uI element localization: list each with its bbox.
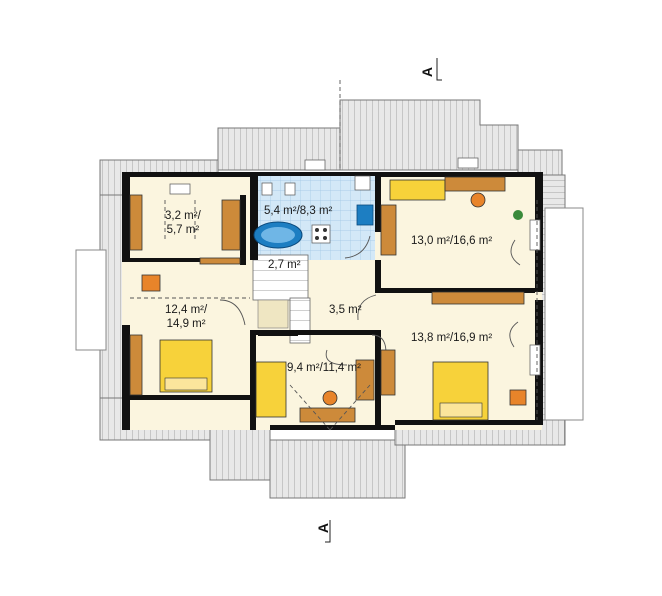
shelf <box>199 257 241 265</box>
wardrobe-cabinet-left <box>129 194 143 251</box>
bedroom-w-area-line1: 12,4 m²/ <box>165 304 208 316</box>
roof-top-left <box>217 127 341 171</box>
desk-s <box>299 407 356 423</box>
toilet <box>261 182 273 196</box>
armchair-se <box>509 389 527 406</box>
roof-top-center <box>339 99 519 171</box>
wardrobe-area-line2: 5,7 m² <box>166 224 200 236</box>
section-label-bottom: A <box>315 522 332 534</box>
section-arrow-bottom <box>325 520 331 543</box>
balcony-east <box>544 207 584 421</box>
roof-south-left <box>209 424 271 481</box>
wardrobe-cabinet-right <box>221 199 241 251</box>
cabinet-s <box>355 359 375 401</box>
wardrobe-area-label: 3,2 m²/ 5,7 m² <box>165 209 201 237</box>
bed-s <box>255 361 287 418</box>
chair-s <box>322 390 338 406</box>
plant-ne <box>513 210 523 220</box>
desk-ne <box>444 176 506 192</box>
bathroom-area-label: 5,4 m²/8,3 m² <box>264 205 333 217</box>
roof-top-right <box>517 149 563 176</box>
bath-sink <box>356 204 374 226</box>
wardrobe-area-line1: 3,2 m²/ <box>165 210 201 222</box>
washing-machine <box>311 224 331 244</box>
chair-ne <box>470 192 486 208</box>
doors <box>219 235 521 366</box>
hall-cabinet <box>257 299 289 329</box>
bedroom-w-area-line2: 14,9 m² <box>166 318 206 330</box>
bedroom-se-area-label: 13,8 m²/16,9 m² <box>411 332 493 344</box>
armchair-west <box>141 274 161 292</box>
cabinet-se <box>380 349 396 396</box>
washbasin <box>354 175 371 191</box>
section-arrow-top <box>436 58 442 81</box>
hall-area-label: 3,5 m² <box>329 304 362 316</box>
wardrobe-west <box>129 334 143 396</box>
stairs-area-label: 2,7 m² <box>268 259 301 271</box>
height-lines <box>130 80 538 431</box>
wardrobe-se <box>431 291 525 305</box>
balcony-west <box>75 249 107 351</box>
section-arrows <box>325 58 442 543</box>
section-label-top: A <box>419 66 436 78</box>
bedroom-s-area-label: 9,4 m²/11,4 m² <box>287 362 361 374</box>
bed-ne <box>389 179 446 201</box>
bedroom-ne-area-label: 13,0 m²/16,6 m² <box>411 235 493 247</box>
furniture <box>129 175 527 423</box>
stair-lower <box>289 297 311 344</box>
roof-south-porch <box>269 439 406 499</box>
stairwell <box>252 254 309 301</box>
bidet <box>284 182 296 196</box>
cabinet-ne <box>380 204 397 256</box>
bedroom-w-area-label: 12,4 m²/ 14,9 m² <box>165 303 207 331</box>
